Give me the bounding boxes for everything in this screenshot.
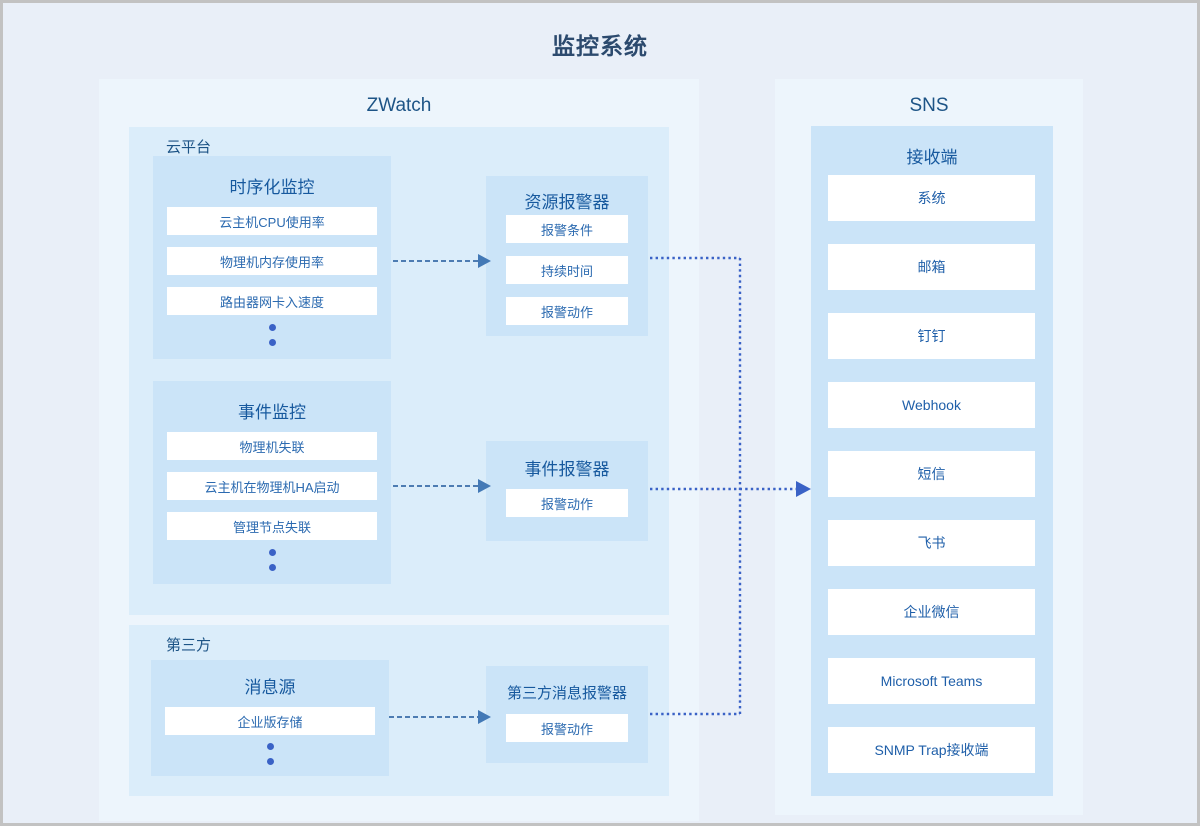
receiver-item: 邮箱: [828, 244, 1035, 290]
sns-panel: SNS 接收端 系统 邮箱 钉钉 Webhook 短信 飞书 企业微信 Micr…: [775, 79, 1083, 815]
monitor-item: 路由器网卡入速度: [167, 287, 377, 315]
ellipsis-icon: [151, 743, 389, 765]
group-title: 资源报警器: [524, 193, 610, 212]
receiver-item: SNMP Trap接收端: [828, 727, 1035, 773]
alarm-event: 事件报警器 报警动作: [486, 441, 648, 541]
monitor-item: 物理机失联: [167, 432, 377, 460]
page-title: 监控系统: [552, 33, 648, 59]
group-title: 事件监控: [238, 403, 306, 422]
receiver-item: 企业微信: [828, 589, 1035, 635]
group-title: 消息源: [244, 678, 296, 697]
alarm-third-party-message: 第三方消息报警器 报警动作: [486, 666, 648, 763]
sns-header: SNS: [909, 95, 949, 116]
zwatch-header: ZWatch: [366, 95, 432, 116]
alarm-item: 持续时间: [506, 256, 628, 284]
receiver-item: 短信: [828, 451, 1035, 497]
alarm-resource: 资源报警器 报警条件 持续时间 报警动作: [486, 176, 648, 336]
third-party-label: 第三方: [166, 637, 212, 654]
monitor-item: 物理机内存使用率: [167, 247, 377, 275]
ellipsis-icon: [153, 324, 391, 346]
receiver-title: 接收端: [906, 148, 958, 167]
receiver-items: 系统 邮箱 钉钉 Webhook 短信 飞书 企业微信 Microsoft Te…: [828, 175, 1035, 773]
group-title: 时序化监控: [229, 178, 315, 197]
group-message-source: 消息源 企业版存储: [151, 660, 389, 776]
alarm-item: 报警动作: [506, 489, 628, 517]
receiver-item: 系统: [828, 175, 1035, 221]
cloud-platform-label: 云平台: [166, 139, 212, 156]
alarm-item: 报警动作: [506, 714, 628, 742]
group-event-monitor: 事件监控 物理机失联 云主机在物理机HA启动 管理节点失联: [153, 381, 391, 584]
receiver-item: 飞书: [828, 520, 1035, 566]
monitor-item: 管理节点失联: [167, 512, 377, 540]
zwatch-panel: ZWatch 云平台 时序化监控 云主机CPU使用率 物理机内存使用率 路由器网…: [99, 79, 699, 821]
receiver-item: Microsoft Teams: [828, 658, 1035, 704]
monitor-item: 云主机在物理机HA启动: [167, 472, 377, 500]
receiver-item: 钉钉: [828, 313, 1035, 359]
group-title: 事件报警器: [524, 460, 610, 479]
group-title: 第三方消息报警器: [506, 685, 627, 702]
ellipsis-icon: [153, 549, 391, 571]
monitor-item: 云主机CPU使用率: [167, 207, 377, 235]
group-timeseries-monitor: 时序化监控 云主机CPU使用率 物理机内存使用率 路由器网卡入速度: [153, 156, 391, 359]
receiver-item: Webhook: [828, 382, 1035, 428]
alarm-item: 报警条件: [506, 215, 628, 243]
receiver-box: 接收端 系统 邮箱 钉钉 Webhook 短信 飞书 企业微信 Microsof…: [811, 126, 1053, 796]
monitor-item: 企业版存储: [165, 707, 375, 735]
alarm-item: 报警动作: [506, 297, 628, 325]
